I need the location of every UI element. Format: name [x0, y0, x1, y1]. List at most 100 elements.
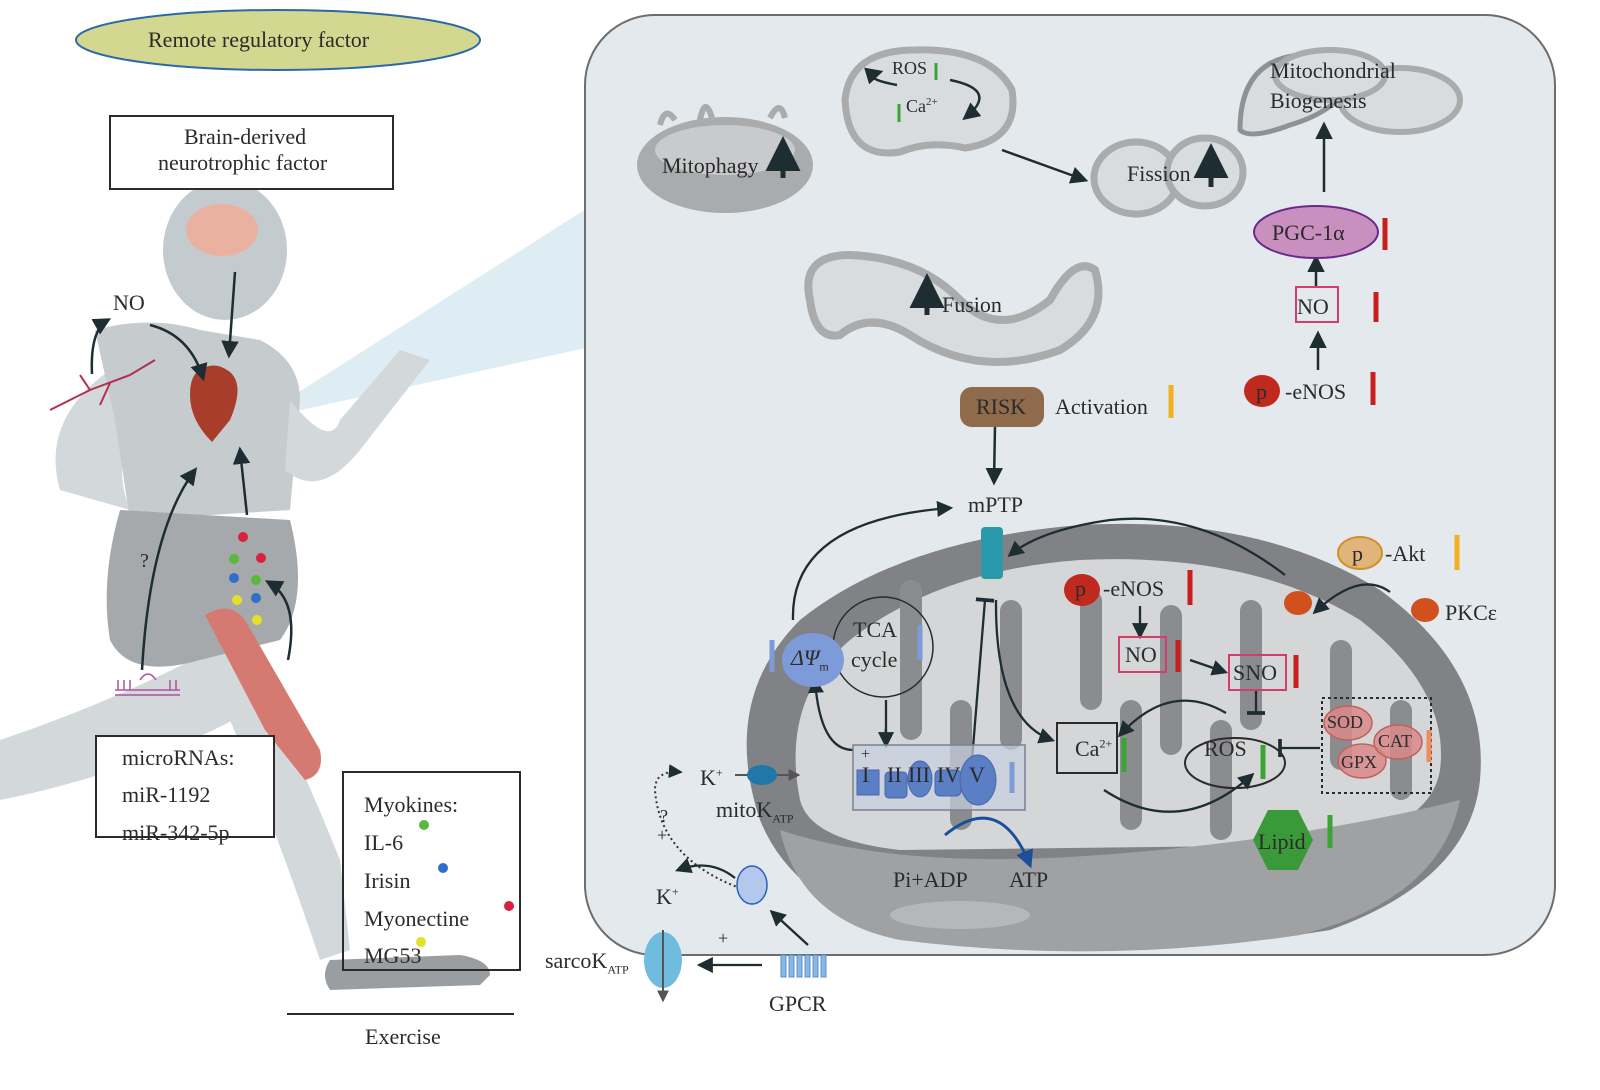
enos-label-top: -eNOS [1285, 379, 1347, 404]
sarcokatp-label: sarcoKATP [545, 948, 629, 977]
heart-icon [190, 365, 238, 442]
question-mark-channel: ? [660, 806, 668, 826]
p-enos-badge-mito [1064, 574, 1100, 606]
change-indicators [765, 63, 1460, 848]
k-plus-mito: K+ [700, 765, 723, 790]
dotted-signal-path [653, 764, 746, 891]
cat-label: CAT [1378, 731, 1413, 751]
runner-illustration [0, 180, 600, 990]
bdnf-line-2: neurotrophic factor [158, 150, 328, 175]
plus-tca: + [880, 723, 891, 743]
ca-box [1056, 722, 1118, 774]
pgc1a-label: PGC-1α [1272, 220, 1345, 245]
mitokatp-channel [747, 765, 777, 785]
myokine-dots [229, 532, 266, 625]
mptp-label: mPTP [968, 492, 1024, 517]
mitophagy-label: Mitophagy [662, 153, 759, 178]
top-arrows [864, 67, 1333, 486]
left-arrows [90, 271, 293, 671]
biogenesis-line-2: Biogenesis [1270, 88, 1367, 113]
tca-line-2: cycle [851, 647, 898, 672]
mitophagy-mitochondrion [637, 104, 813, 213]
complex-i: I [862, 762, 870, 787]
remote-regulatory-factor-pill [75, 9, 481, 71]
sno-label: SNO [1233, 660, 1278, 685]
ca-label-top: Ca2+ [906, 96, 938, 116]
lipid-hexagon [1253, 810, 1313, 870]
complex-ii: II [887, 762, 902, 787]
myokine-myonectine: Myonectine [364, 906, 470, 931]
microrna-box [95, 735, 275, 838]
fission-label: Fission [1127, 161, 1191, 186]
plus-gpcr: + [718, 928, 729, 948]
antioxidant-enzymes [1323, 705, 1423, 779]
gpx-label: GPX [1341, 752, 1378, 772]
bdnf-box [109, 115, 394, 190]
pi-adp-label: Pi+ADP [893, 867, 968, 892]
complex-v: V [969, 762, 985, 787]
tca-line-1: TCA [853, 617, 897, 642]
zoom-cone [255, 200, 600, 420]
myokine-mg53: MG53 [364, 943, 422, 968]
risk-label: RISK [976, 394, 1027, 419]
exercise-label: Exercise [365, 1024, 441, 1049]
ros-label-top: ROS [892, 58, 928, 78]
myokine-il6: IL-6 [364, 830, 404, 855]
p-label-top: p [1256, 379, 1267, 404]
pgc1a-node [1253, 205, 1379, 259]
myokine-legend-dots [416, 820, 514, 947]
plus-dotted: + [657, 825, 668, 845]
no-label-left: NO [113, 290, 145, 315]
microrna-heading: microRNAs: [122, 745, 235, 770]
pkc-label: PKCε [1445, 600, 1498, 625]
p-label-akt: p [1352, 541, 1363, 566]
myokine-irisin: Irisin [364, 868, 411, 893]
atp-synthesis-arrow [944, 816, 1034, 869]
signal-vesicle [736, 865, 768, 905]
ros-ca-mitochondrion [841, 46, 1017, 157]
complex-iii: III [908, 762, 930, 787]
p-enos-badge-top [1244, 375, 1280, 407]
pkc-dot [1411, 598, 1439, 622]
bdnf-line-1: Brain-derived [184, 124, 307, 149]
gpcr-label: GPCR [769, 991, 827, 1016]
akt-label: -Akt [1385, 541, 1426, 566]
remote-regulatory-factor-title: Remote regulatory factor [148, 27, 370, 52]
k-plus-sarco: K+ [656, 884, 679, 909]
mito-arrows [791, 500, 1391, 813]
membrane-potential-node [782, 633, 844, 687]
sno-box [1228, 654, 1287, 691]
activation-label: Activation [1055, 394, 1148, 419]
enos-label-mito: -eNOS [1103, 576, 1165, 601]
microrna-item: miR-1192 [122, 782, 211, 807]
no-box-mito [1118, 636, 1167, 673]
question-mark-left: ? [140, 550, 149, 572]
fusion-label: Fusion [942, 292, 1002, 317]
atp-label: ATP [1009, 867, 1049, 892]
complex-iv: IV [937, 762, 961, 787]
no-box-top [1295, 286, 1339, 323]
blood-vessel-icon [49, 359, 156, 411]
etc-complexes [856, 754, 997, 806]
no-label-mito: NO [1125, 642, 1157, 667]
risk-node [960, 387, 1044, 427]
gpcr-icon [780, 954, 827, 978]
mitokatp-label: mitoKATP [716, 797, 794, 826]
biogenesis-line-1: Mitochondrial [1270, 58, 1396, 83]
fusion-mitochondrion [804, 250, 1103, 366]
delta-psi-label: ΔΨm [791, 645, 829, 674]
plus-complex-i: + [861, 746, 871, 763]
lipid-label: Lipid [1258, 829, 1306, 854]
microrna-icon [115, 673, 180, 696]
p-akt-badge [1337, 536, 1383, 570]
biogenesis-mitochondria [1237, 47, 1463, 137]
myokines-box [342, 771, 521, 971]
ca-label-mito: Ca2+ [1075, 736, 1113, 761]
ros-node [1184, 737, 1286, 789]
microrna-item: miR-342-5p [122, 820, 230, 845]
brain-icon [186, 204, 258, 256]
ros-label-mito: ROS [1204, 736, 1247, 761]
no-label-top: NO [1297, 294, 1329, 319]
sarcokatp-channel [644, 930, 682, 1003]
myokines-heading: Myokines: [364, 792, 459, 817]
